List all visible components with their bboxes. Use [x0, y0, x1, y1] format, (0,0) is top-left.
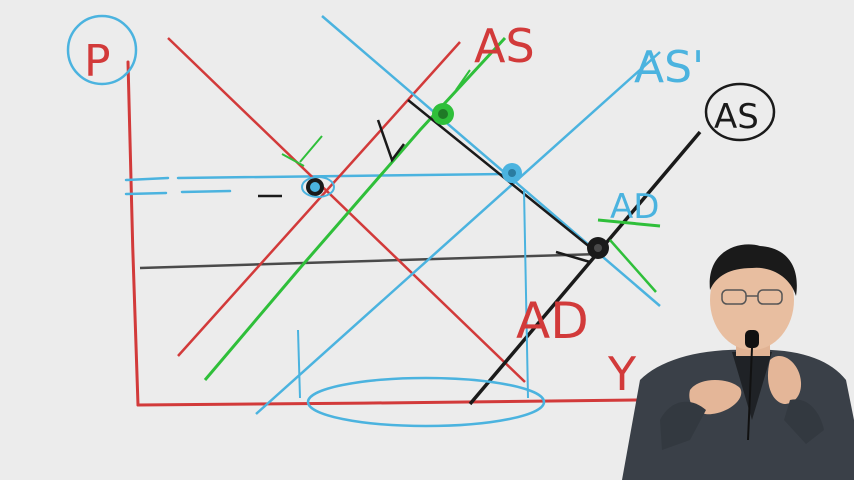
circled-as-label: AS: [704, 82, 776, 142]
intersection-points: [301, 103, 609, 259]
equilibrium-point-black: [587, 237, 609, 259]
y-axis-label: Y: [607, 347, 637, 401]
presenter-hair: [709, 244, 797, 296]
green-tick-upper: [281, 153, 305, 167]
ad-label: AD: [516, 292, 589, 350]
price-level-dashes: [124, 172, 507, 196]
p-axis-label: P: [66, 14, 138, 87]
blue-as-shifted-curve: [255, 51, 661, 415]
p-label-text: P: [84, 36, 111, 87]
presenter-left-hand: [689, 380, 742, 415]
presenter-right-hand: [767, 355, 802, 404]
microphone-icon: [745, 330, 759, 441]
presenter-head: [710, 250, 794, 350]
green-as-curve: [203, 36, 507, 381]
circled-as-text: AS: [714, 97, 759, 137]
black-arrow-mark: [376, 119, 405, 163]
black-connector-line: [407, 99, 597, 253]
blue-ad-curve: [321, 15, 661, 307]
black-arrow-mark-2: [555, 250, 591, 264]
presenter-left-sleeve: [660, 401, 706, 450]
output-gray-line: [139, 252, 601, 270]
equilibrium-point-1: [301, 176, 335, 198]
equilibrium-point-green: [432, 103, 454, 125]
presenter: [622, 244, 854, 480]
red-ad-curve: [167, 37, 526, 383]
black-as-curve: [468, 130, 702, 406]
horizontal-axis: [136, 398, 640, 407]
presenter-glasses: [721, 289, 783, 305]
green-tick-upper-2: [299, 135, 323, 163]
presenter-shirt: [732, 352, 772, 420]
axes: [126, 60, 640, 407]
ad-annotation-green: AD: [597, 187, 661, 293]
blue-drop-line-right: [523, 189, 529, 399]
vertical-axis: [126, 60, 140, 407]
green-tick-top: [455, 69, 471, 91]
blue-drop-line-left: [297, 329, 301, 399]
presenter-right-sleeve: [784, 399, 824, 444]
equilibrium-point-blue: [502, 163, 522, 183]
as-shifted-label: AS': [634, 42, 704, 93]
as-label: AS: [474, 19, 535, 73]
ad-annotation-text: AD: [610, 187, 659, 227]
output-range-ellipse: [306, 376, 546, 428]
